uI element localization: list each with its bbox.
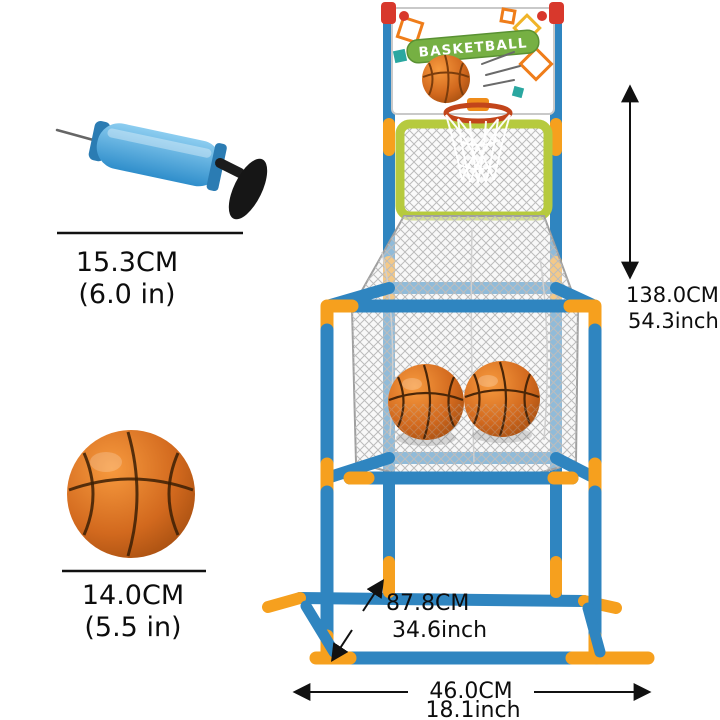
pole-clip-left (381, 2, 396, 24)
depth-cm-label: 87.8CM (386, 591, 469, 616)
ball-size-in: (5.5 in) (84, 612, 181, 643)
depth-dimension-line-lower (331, 629, 353, 663)
height-dimension: 138.0CM 54.3inch (621, 84, 719, 333)
bolt-right (537, 11, 547, 21)
pole-clip-right (549, 2, 564, 24)
ball-dimension: 14.0CM (5.5 in) (62, 569, 206, 643)
pump-needle (55, 128, 99, 143)
pump-handle (228, 158, 268, 220)
width-dimension: 46.0CM 18.1inch (292, 679, 652, 720)
depth-inch-label: 34.6inch (392, 618, 487, 643)
width-cm-label: 46.0CM (429, 679, 512, 704)
pump-size-in: (6.0 in) (78, 279, 175, 310)
backboard: BASKETBALL (381, 2, 564, 115)
height-inch-label: 54.3inch (628, 309, 719, 333)
hand-pump (55, 121, 268, 220)
hoop-rim (443, 102, 513, 124)
frame-front (300, 282, 655, 665)
pump-handle-shaft (215, 158, 245, 178)
depth-dimension-line-upper (362, 578, 384, 612)
net-overlay (362, 404, 572, 482)
speed-lines (481, 51, 521, 87)
backboard-ball-graphic (422, 51, 521, 104)
bolt-left (399, 11, 409, 21)
pump-dimension: 15.3CM (6.0 in) (57, 231, 243, 310)
net-balls (362, 361, 572, 482)
depth-dimension: 87.8CM 34.6inch (331, 578, 487, 663)
height-cm-label: 138.0CM (626, 283, 719, 307)
mini-basketball (67, 430, 195, 558)
pump-size-cm: 15.3CM (76, 247, 178, 278)
pump-body (88, 121, 227, 192)
hoop-net (445, 114, 511, 184)
width-inch-label: 18.1inch (425, 698, 520, 720)
ball-size-cm: 14.0CM (82, 580, 184, 611)
hoop (443, 98, 513, 184)
